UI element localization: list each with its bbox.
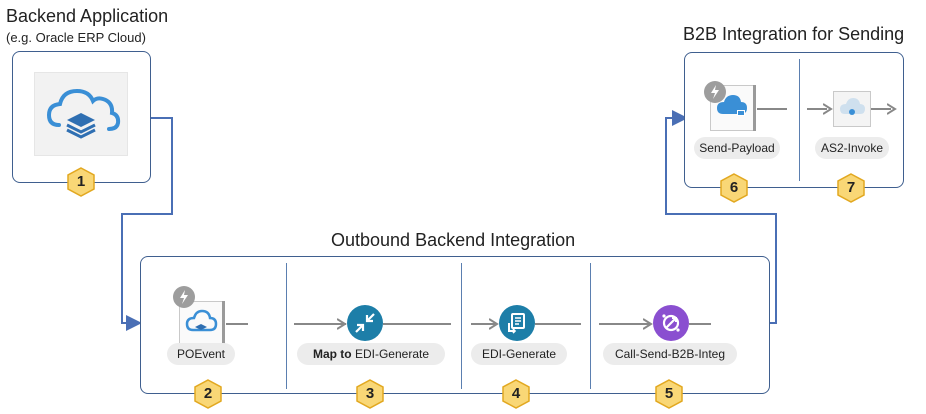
edi-generate-label: EDI-Generate xyxy=(471,343,567,365)
poevent-bar xyxy=(222,301,225,345)
step-badge-3: 3 xyxy=(355,379,385,409)
connector-1-to-2 xyxy=(121,117,173,331)
step-badge-2: 2 xyxy=(193,379,223,409)
poevent-label: POEvent xyxy=(167,343,235,365)
b2b-title: B2B Integration for Sending xyxy=(683,24,905,44)
invoke-line-in xyxy=(599,323,651,325)
edi-step-circle[interactable] xyxy=(499,305,535,341)
outbound-divider-2 xyxy=(461,263,462,389)
send-payload-line xyxy=(757,108,787,110)
map-label-rest: EDI-Generate xyxy=(351,347,430,361)
map-arrow-icon xyxy=(337,318,347,330)
poevent-line xyxy=(226,323,248,325)
outbound-box: POEvent Map to EDI-Generate EDI-Generate… xyxy=(140,256,770,394)
as2-arrow-icon xyxy=(823,103,833,115)
step-badge-5: 5 xyxy=(654,379,684,409)
trigger-bolt-icon xyxy=(704,81,726,103)
as2-invoke-tile[interactable] xyxy=(833,91,871,127)
cloud-layers-icon xyxy=(46,88,121,139)
backend-app-title: Backend Application xyxy=(6,6,169,26)
b2b-divider xyxy=(799,59,800,181)
send-payload-label: Send-Payload xyxy=(694,137,780,159)
connector-5-to-6 xyxy=(665,110,777,324)
invoke-arrow-icon xyxy=(643,318,653,330)
as2-end-arrow-icon xyxy=(887,103,897,115)
step-badge-1: 1 xyxy=(66,167,96,197)
backend-app-box xyxy=(12,51,151,183)
send-payload-bar xyxy=(753,85,756,131)
poevent-tile[interactable] xyxy=(179,301,223,345)
map-line-in xyxy=(294,323,346,325)
outbound-divider-3 xyxy=(590,263,591,389)
map-label: Map to EDI-Generate xyxy=(297,343,445,365)
map-label-bold: Map to xyxy=(312,347,352,361)
as2-invoke-label: AS2-Invoke xyxy=(815,137,889,159)
step-badge-6: 6 xyxy=(719,173,749,203)
invoke-step-circle[interactable] xyxy=(653,305,689,341)
as2-cloud-icon xyxy=(840,98,865,115)
map-line-out xyxy=(383,323,451,325)
invoke-integration-icon xyxy=(662,314,680,332)
map-arrows-icon xyxy=(355,313,375,333)
edi-arrow-icon xyxy=(489,318,499,330)
poevent-bolt-icon xyxy=(173,286,195,308)
cloud-plug-icon xyxy=(717,95,747,116)
as2-line-in xyxy=(807,108,827,110)
call-send-b2b-label: Call-Send-B2B-Integ xyxy=(603,343,737,365)
invoke-line-out xyxy=(689,323,711,325)
cloud-icon xyxy=(185,309,218,332)
edi-line-out xyxy=(535,323,581,325)
backend-app-tile xyxy=(34,72,128,156)
step-badge-7: 7 xyxy=(836,173,866,203)
b2b-box: Send-Payload AS2-Invoke xyxy=(684,52,904,188)
edi-line-in xyxy=(471,323,495,325)
map-step-circle[interactable] xyxy=(347,305,383,341)
backend-app-subtitle: (e.g. Oracle ERP Cloud) xyxy=(6,30,146,45)
outbound-title: Outbound Backend Integration xyxy=(331,230,576,250)
as2-line-out xyxy=(871,108,891,110)
step-badge-4: 4 xyxy=(501,379,531,409)
edi-document-icon xyxy=(508,313,525,334)
outbound-divider-1 xyxy=(286,263,287,389)
